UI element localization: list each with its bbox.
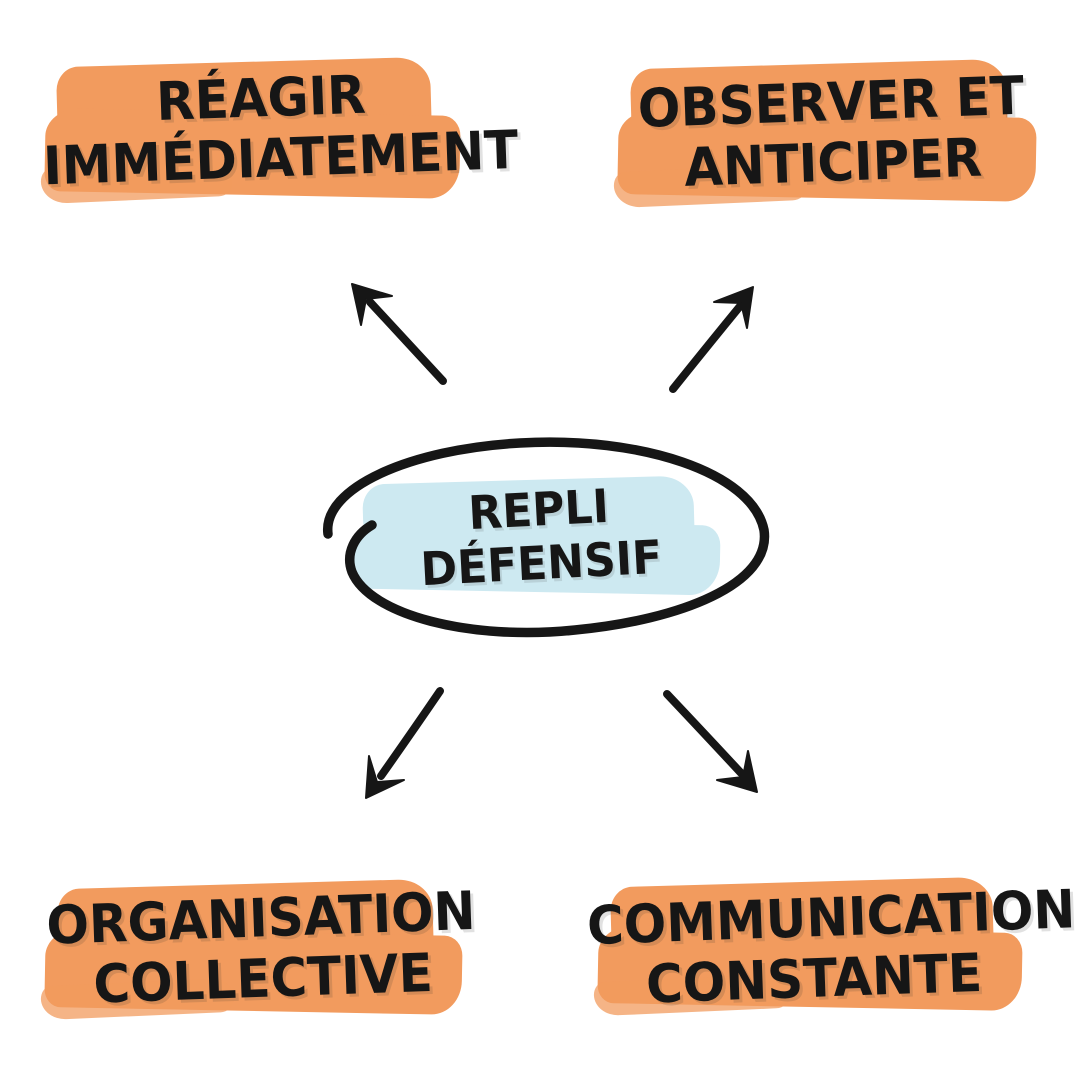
arrow-shaft: [366, 298, 447, 385]
arrow-head: [351, 283, 393, 326]
arrow-head: [713, 286, 754, 329]
arrow-shaft: [377, 687, 444, 780]
arrow-head: [365, 755, 405, 799]
node-bottom-right-label: COMMUNICATION CONSTANTE: [586, 878, 1076, 1016]
arrow-shaft: [669, 301, 745, 393]
arrow-down-right-icon: [663, 690, 758, 793]
arrow-shaft: [663, 690, 745, 777]
arrow-head: [716, 750, 758, 793]
center-node-label: REPLI DÉFENSIF: [362, 474, 717, 599]
node-top-left-label: RÉAGIR IMMÉDIATEMENT: [40, 61, 519, 197]
node-bottom-left-label: ORGANISATION COLLECTIVE: [40, 880, 484, 1016]
arrow-up-right-icon: [669, 286, 754, 393]
node-top-right-label: OBSERVER ET ANTICIPER: [610, 65, 1054, 200]
arrow-up-left-icon: [351, 283, 447, 385]
arrow-down-left-icon: [365, 687, 444, 799]
